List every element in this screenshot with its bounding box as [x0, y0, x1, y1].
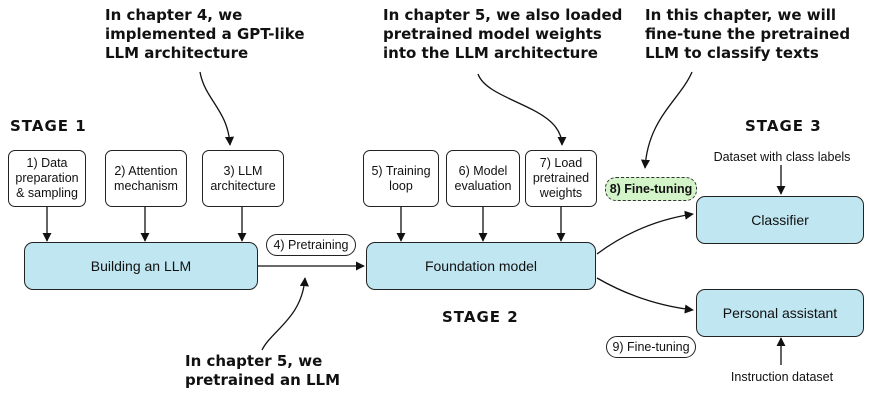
step-attention-mechanism-line2: mechanism [114, 178, 178, 193]
stage2-label: STAGE 2 [442, 308, 519, 326]
step-model-evaluation: 6) Model evaluation [446, 150, 520, 207]
stage1-label: STAGE 1 [10, 117, 87, 135]
step-data-preparation-line2: preparation [15, 171, 79, 185]
step-llm-architecture-line1: 3) LLM [223, 163, 263, 178]
step-llm-architecture: 3) LLM architecture [202, 150, 284, 207]
annotation-chapter5-weights-line1: In chapter 5, we also loaded [383, 6, 623, 24]
annotation-chapter5-weights-line2: pretrained model weights [383, 25, 602, 43]
building-an-llm-box: Building an LLM [24, 242, 258, 290]
dataset-with-class-labels: Dataset with class labels [713, 150, 851, 164]
step-load-weights-line3: weights [539, 186, 583, 200]
step-load-weights-line2: pretrained [532, 171, 590, 185]
annotation-this-chapter-line3: LLM to classify texts [645, 44, 819, 62]
stage3-label: STAGE 3 [745, 117, 822, 135]
arrow-foundation-to-classifier [596, 210, 694, 255]
step-llm-architecture-line2: architecture [210, 178, 276, 193]
arrow-chapter5-pretrain-callout [261, 277, 309, 351]
step-attention-mechanism: 2) Attention mechanism [105, 150, 187, 207]
arrow-chapter5-weights-callout [477, 73, 567, 146]
arrow-foundation-to-assistant [596, 277, 694, 314]
personal-assistant-box: Personal assistant [696, 289, 864, 337]
annotation-chapter4-line3: LLM architecture [105, 44, 249, 62]
annotation-chapter4-line1: In chapter 4, we [105, 6, 243, 24]
annotation-this-chapter: In this chapter, we will fine-tune the p… [645, 6, 850, 63]
annotation-chapter5-pretrain-line2: pretrained an LLM [185, 371, 341, 389]
step-training-loop-line1: 5) Training [371, 163, 431, 178]
step-data-preparation-line1: 1) Data [26, 156, 68, 170]
annotation-chapter4: In chapter 4, we implemented a GPT-like … [105, 6, 305, 63]
instruction-dataset: Instruction dataset [730, 370, 834, 384]
step-data-preparation: 1) Data preparation & sampling [8, 150, 86, 207]
annotation-chapter5-weights: In chapter 5, we also loaded pretrained … [383, 6, 622, 63]
step-load-pretrained-weights: 7) Load pretrained weights [525, 150, 597, 207]
step-fine-tuning-classification: 8) Fine-tuning [605, 177, 697, 201]
step-pretraining: 4) Pretraining [266, 234, 356, 256]
annotation-chapter4-line2: implemented a GPT-like [105, 25, 305, 43]
arrow-chapter4-callout [199, 71, 235, 146]
step-model-evaluation-line1: 6) Model [458, 163, 508, 178]
arrow-this-chapter-callout [640, 71, 693, 169]
annotation-chapter5-weights-line3: into the LLM architecture [383, 44, 598, 62]
step-attention-mechanism-line1: 2) Attention [114, 163, 178, 178]
annotation-this-chapter-line1: In this chapter, we will [645, 6, 837, 24]
annotation-this-chapter-line2: fine-tune the pretrained [645, 25, 851, 43]
step-load-weights-line1: 7) Load [539, 156, 583, 170]
step-training-loop-line2: loop [389, 178, 413, 193]
step-model-evaluation-line2: evaluation [454, 178, 512, 193]
step-training-loop: 5) Training loop [363, 150, 439, 207]
step-fine-tuning-instruction: 9) Fine-tuning [606, 336, 696, 358]
annotation-chapter5-pretrain-line1: In chapter 5, we [185, 352, 323, 370]
foundation-model-box: Foundation model [366, 242, 596, 290]
step-data-preparation-line3: & sampling [16, 186, 78, 200]
annotation-chapter5-pretrain: In chapter 5, we pretrained an LLM [185, 352, 340, 390]
classifier-box: Classifier [696, 196, 864, 244]
